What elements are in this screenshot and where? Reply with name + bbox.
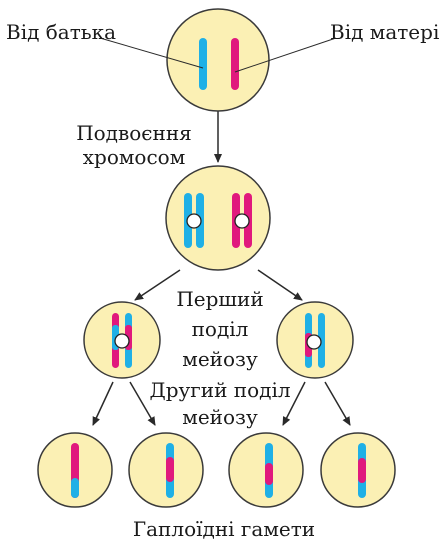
label-from-father: Від батька [6, 20, 117, 44]
arrows [92, 110, 351, 426]
label-first-division-1: Перший [176, 287, 264, 311]
gamete-3 [228, 432, 304, 508]
label-duplication-1: Подвоєння [76, 121, 192, 145]
gamete-2 [128, 432, 204, 508]
centromere-paternal [186, 213, 202, 229]
cell-body [165, 165, 271, 271]
arrow-second-4 [324, 381, 351, 426]
arrow-second-1 [92, 381, 114, 426]
label-gametes: Гаплоїдні гамети [132, 517, 316, 541]
centromere-maternal [234, 213, 250, 229]
label-first-division-3: мейозу [182, 347, 258, 371]
parent-cell [99, 8, 337, 112]
centromere [306, 334, 322, 350]
first-division-cell-right [276, 301, 354, 379]
paternal-chromosome [199, 38, 207, 90]
label-first-division-2: поділ [191, 317, 249, 341]
chromosome-segment [166, 457, 174, 482]
chromosome-segment [71, 478, 79, 498]
maternal-chromosome [231, 38, 239, 90]
label-second-division-2: мейозу [182, 405, 258, 429]
first-division-cell-left [83, 301, 161, 379]
gamete-1 [37, 432, 113, 508]
pointer-father [99, 37, 204, 69]
centromere [114, 333, 130, 349]
cell-body [166, 8, 270, 112]
pointer-mother [234, 37, 337, 73]
duplicated-cell [165, 165, 271, 271]
arrow-first-right [257, 269, 303, 301]
label-second-division-1: Другий поділ [149, 378, 291, 402]
chromosome-segment [265, 463, 273, 485]
label-duplication-2: хромосом [82, 145, 186, 169]
arrow-second-2 [129, 381, 156, 426]
label-from-mother: Від матері [330, 20, 440, 44]
gamete-4 [320, 432, 396, 508]
arrow-first-left [134, 269, 181, 301]
chromosome-segment [358, 458, 366, 483]
arrow-second-3 [282, 381, 306, 426]
